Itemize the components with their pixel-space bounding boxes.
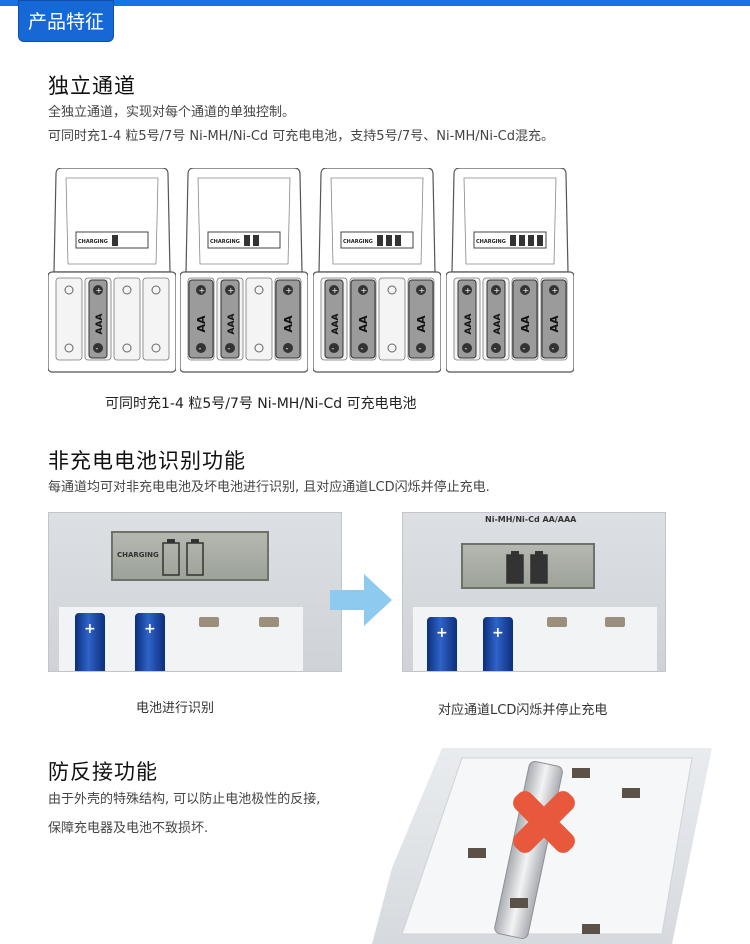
- svg-text:AA: AA: [548, 315, 561, 333]
- charger-drawing: CHARGING + - AAA + - AAA + - AA + - AA: [446, 168, 574, 376]
- spring-contact: [605, 617, 625, 627]
- spring-contact: [547, 617, 567, 627]
- svg-text:-: -: [465, 344, 468, 353]
- section2-desc: 每通道均可对非充电电池及坏电池进行识别, 且对应通道LCD闪烁并停止充电.: [48, 480, 490, 495]
- charger-drawing: CHARGING + - AAA: [48, 168, 176, 376]
- section2-title: 非充电电池识别功能: [48, 449, 246, 473]
- svg-text:+: +: [361, 286, 368, 295]
- lcd-battery-icons: [506, 551, 548, 584]
- svg-text:-: -: [228, 344, 231, 353]
- svg-text:+: +: [96, 286, 103, 295]
- svg-text:-: -: [419, 344, 422, 353]
- panel-label: Ni-MH/Ni-Cd AA/AAA: [485, 515, 577, 524]
- svg-text:+: +: [286, 286, 293, 295]
- svg-text:+: +: [228, 286, 235, 295]
- svg-text:+: +: [199, 286, 206, 295]
- section1-title: 独立通道: [48, 74, 136, 98]
- svg-text:+: +: [332, 286, 339, 295]
- svg-text:+: +: [552, 286, 559, 295]
- svg-text:-: -: [332, 344, 335, 353]
- spring-contact: [259, 617, 279, 627]
- caption-identify: 电池进行识别: [136, 701, 215, 716]
- section3-line1: 由于外壳的特殊结构, 可以防止电池极性的反接,: [48, 792, 321, 807]
- svg-text:CHARGING: CHARGING: [210, 239, 240, 245]
- section1-line1: 全独立通道，实现对每个通道的单独控制。: [48, 105, 296, 120]
- svg-text:-: -: [96, 344, 99, 353]
- top-accent-bar: [0, 0, 750, 6]
- svg-text:+: +: [523, 286, 530, 295]
- svg-text:AAA: AAA: [331, 314, 341, 335]
- svg-text:AA: AA: [415, 315, 428, 333]
- alkaline-battery: +: [135, 613, 165, 671]
- lcd-charging-label: CHARGING: [117, 551, 159, 559]
- alkaline-battery: +: [427, 617, 457, 671]
- section3-title: 防反接功能: [48, 760, 158, 784]
- photo-identify: CHARGING + +: [48, 512, 342, 672]
- alkaline-battery: +: [75, 613, 105, 671]
- lcd-screen-blinking: [461, 543, 595, 589]
- caption-stop-charging: 对应通道LCD闪烁并停止充电: [438, 703, 608, 718]
- lcd-screen: CHARGING: [111, 531, 269, 581]
- svg-text:+: +: [465, 286, 472, 295]
- svg-text:CHARGING: CHARGING: [343, 239, 373, 245]
- section3-line2: 保障充电器及电池不致损坏.: [48, 821, 209, 836]
- section1-line2: 可同时充1-4 粒5号/7号 Ni-MH/Ni-Cd 可充电电池，支持5号/7号…: [48, 129, 554, 144]
- svg-text:AAA: AAA: [227, 314, 237, 335]
- cross-icon: [513, 791, 575, 853]
- charger-drawing: CHARGING + - AA + - AAA + - AA: [180, 168, 308, 376]
- svg-text:-: -: [552, 344, 555, 353]
- lcd-battery-icons: [162, 539, 204, 576]
- svg-text:-: -: [361, 344, 364, 353]
- svg-text:+: +: [494, 286, 501, 295]
- arrow-right-icon: [330, 574, 392, 626]
- svg-text:AAA: AAA: [464, 314, 474, 335]
- svg-text:+: +: [419, 286, 426, 295]
- section1-caption: 可同时充1-4 粒5号/7号 Ni-MH/Ni-Cd 可充电电池: [105, 396, 417, 412]
- alkaline-battery: +: [483, 617, 513, 671]
- svg-text:-: -: [286, 344, 289, 353]
- svg-text:AA: AA: [357, 315, 370, 333]
- photo-stop-charging: Ni-MH/Ni-Cd AA/AAA + +: [402, 512, 666, 672]
- section-tag: 产品特征: [18, 0, 114, 42]
- charger-drawing: CHARGING + - AAA + - AA + - AA: [313, 168, 441, 376]
- spring-contact: [199, 617, 219, 627]
- svg-text:-: -: [494, 344, 497, 353]
- svg-text:CHARGING: CHARGING: [78, 239, 108, 245]
- svg-text:AAA: AAA: [493, 314, 503, 335]
- svg-text:AAA: AAA: [95, 314, 105, 335]
- svg-text:AA: AA: [195, 315, 208, 333]
- svg-text:AA: AA: [282, 315, 295, 333]
- reverse-polarity-photo: [372, 748, 712, 944]
- svg-text:CHARGING: CHARGING: [476, 239, 506, 245]
- svg-text:AA: AA: [519, 315, 532, 333]
- svg-text:-: -: [199, 344, 202, 353]
- svg-text:-: -: [523, 344, 526, 353]
